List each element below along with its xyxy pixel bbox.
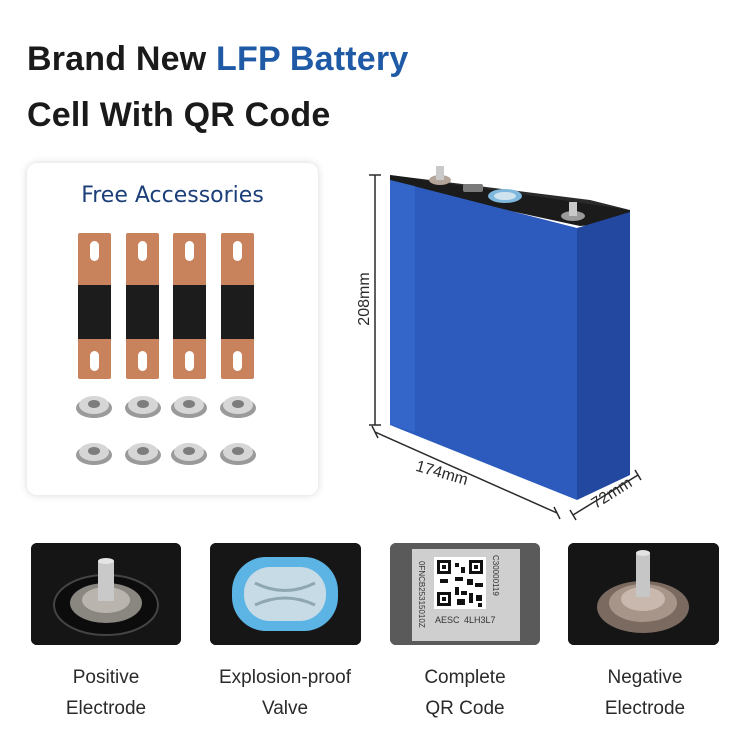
nut-icon <box>220 443 256 465</box>
qr-code-icon: 0FNCB25315010Z C30000119 AESC 4LH3L7 <box>390 543 540 645</box>
accessories-card: Free Accessories <box>27 163 318 495</box>
nut-icon <box>220 396 256 418</box>
caption-line-1: Complete <box>424 667 506 688</box>
explosion-proof-valve-icon <box>210 543 361 645</box>
busbar-icon <box>126 233 159 379</box>
accessories-title: Free Accessories <box>81 183 264 208</box>
qr-code-left-text: 0FNCB25315010Z <box>417 561 426 628</box>
headline-line-1: Brand New LFP Battery <box>27 40 408 79</box>
battery-cell-icon <box>369 166 642 521</box>
headline-accent: LFP Battery <box>216 40 409 78</box>
caption-negative-electrode: Negative Electrode <box>555 662 735 724</box>
dimension-height-label: 208mm <box>356 272 373 326</box>
nut-icon <box>125 443 161 465</box>
caption-line-1: Positive <box>72 667 140 688</box>
caption-line-1: Explosion-proof <box>218 667 352 688</box>
caption-line-2: Electrode <box>604 698 686 719</box>
nut-icon <box>76 443 112 465</box>
nut-icon <box>171 396 207 418</box>
headline-line-2: Cell With QR Code <box>27 96 331 134</box>
caption-positive-electrode: Positive Electrode <box>16 662 196 724</box>
caption-line-2: Electrode <box>65 698 147 719</box>
qr-code-bottom-right-text: 4LH3L7 <box>464 615 496 625</box>
headline-prefix: Brand New <box>27 40 217 78</box>
qr-code-bottom-left-text: AESC <box>435 615 460 625</box>
negative-electrode-icon <box>568 543 719 645</box>
busbar-icon <box>221 233 254 379</box>
positive-electrode-icon <box>31 543 181 645</box>
busbar-icon <box>78 233 111 379</box>
caption-qr-code: Complete QR Code <box>375 662 555 724</box>
caption-line-2: Valve <box>261 698 309 719</box>
busbar-icon <box>173 233 206 379</box>
caption-explosion-proof-valve: Explosion-proof Valve <box>195 662 375 724</box>
nut-icon <box>76 396 112 418</box>
nut-icon <box>125 396 161 418</box>
qr-code-right-text: C30000119 <box>491 555 500 596</box>
caption-line-1: Negative <box>607 667 683 688</box>
caption-line-2: QR Code <box>425 698 505 719</box>
nut-icon <box>171 443 207 465</box>
